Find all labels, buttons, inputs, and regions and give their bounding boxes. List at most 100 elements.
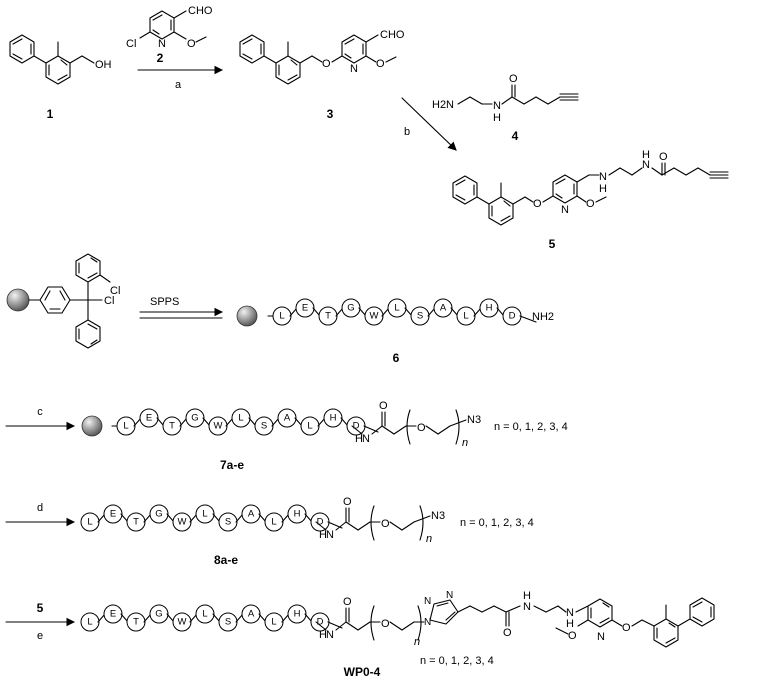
- residue-a: A: [433, 298, 453, 318]
- resin-bead-6: [236, 305, 258, 327]
- residue-l: L: [456, 306, 476, 326]
- azide-label: N3: [467, 414, 481, 426]
- triazole-n3-label: N: [446, 590, 453, 601]
- compound-7-label: 7a-e: [220, 458, 244, 472]
- residue-g: G: [185, 408, 205, 428]
- residue-s: S: [410, 306, 430, 326]
- compound-4-structure: [457, 84, 579, 105]
- triazole-n1-label: N: [424, 617, 431, 628]
- pyridine-n-label: N: [597, 631, 605, 643]
- c-terminal-bond: [519, 315, 537, 323]
- n-range-label: n = 0, 1, 2, 3, 4: [494, 421, 568, 433]
- amine-h-label: H: [566, 618, 574, 630]
- arrow-b: [401, 97, 457, 151]
- amide-o-label: O: [503, 627, 512, 639]
- svg-text:E: E: [110, 509, 116, 520]
- svg-text:T: T: [133, 617, 139, 628]
- svg-text:S: S: [261, 421, 267, 432]
- residue-h: H: [287, 504, 307, 524]
- compound-1-label: 1: [47, 107, 54, 121]
- hydroxyl-label: OH: [95, 59, 112, 71]
- svg-text:L: L: [394, 303, 399, 314]
- triazole-conjugate-structure: [315, 597, 715, 648]
- amide-h-label: H: [319, 629, 327, 641]
- compound-wp-label: WP0-4: [344, 665, 381, 679]
- svg-text:H: H: [294, 509, 301, 520]
- residue-s: S: [218, 512, 238, 532]
- amine-nh2-label: NH2: [532, 311, 554, 323]
- chloro-label: Cl: [104, 295, 114, 307]
- amide-o-label: O: [343, 596, 352, 608]
- svg-text:H: H: [330, 413, 337, 424]
- step-b-label: b: [404, 126, 410, 138]
- residue-l: L: [264, 612, 284, 632]
- compound-2-label: 2: [157, 51, 164, 65]
- compound-4-label: 4: [512, 129, 519, 143]
- chloro-label: Cl: [110, 285, 120, 297]
- svg-text:G: G: [155, 509, 162, 520]
- residue-l: L: [116, 416, 136, 436]
- svg-text:S: S: [225, 517, 231, 528]
- svg-text:A: A: [284, 413, 291, 424]
- compound-3-structure: [239, 34, 397, 85]
- svg-text:E: E: [302, 303, 308, 314]
- azide-label: N3: [431, 510, 445, 522]
- chlorotrityl-resin-structure: [6, 253, 111, 349]
- svg-text:G: G: [155, 609, 162, 620]
- svg-text:T: T: [133, 517, 139, 528]
- residue-w: W: [172, 612, 192, 632]
- svg-text:H: H: [294, 609, 301, 620]
- compound-6-label: 6: [393, 351, 400, 365]
- svg-text:W: W: [214, 421, 223, 432]
- residue-a: A: [241, 504, 261, 524]
- amine-h-label: H: [599, 183, 607, 195]
- residue-w: W: [208, 416, 228, 436]
- amide-o-label: O: [659, 151, 668, 163]
- amide-h-label: H: [523, 590, 531, 602]
- amide-h-label: H: [642, 149, 650, 161]
- aldehyde-label: CHO: [380, 29, 405, 41]
- svg-text:L: L: [271, 517, 276, 528]
- residue-w: W: [364, 306, 384, 326]
- amide-h-label: H: [355, 433, 363, 445]
- svg-text:A: A: [440, 303, 447, 314]
- svg-text:D: D: [317, 517, 324, 528]
- residue-s: S: [218, 612, 238, 632]
- step-a-label: a: [175, 79, 182, 91]
- residue-l: L: [195, 504, 215, 524]
- svg-text:W: W: [178, 617, 187, 628]
- svg-text:T: T: [169, 421, 175, 432]
- methoxy-o-label: O: [187, 38, 196, 50]
- amide-h-label: H: [493, 112, 501, 124]
- pyridine-n-label: N: [350, 63, 358, 75]
- svg-text:L: L: [463, 311, 468, 322]
- residue-h: H: [479, 298, 499, 318]
- reagent-5-label: 5: [37, 601, 44, 615]
- peg-o-label: O: [381, 618, 390, 630]
- svg-text:E: E: [146, 413, 152, 424]
- residue-l: L: [80, 612, 100, 632]
- svg-text:G: G: [347, 303, 354, 314]
- peg-azide-linker-8: [315, 505, 431, 541]
- residue-l: L: [387, 298, 407, 318]
- residue-s: S: [254, 416, 274, 436]
- residue-d: D: [346, 416, 366, 436]
- resin-bead-7: [81, 415, 103, 437]
- amide-o-label: O: [343, 496, 352, 508]
- n-range-label: n = 0, 1, 2, 3, 4: [420, 655, 494, 667]
- residue-e: E: [103, 604, 123, 624]
- amine-h2n-label: H2N: [432, 99, 454, 111]
- residue-d: D: [502, 306, 522, 326]
- amide-n-label: N: [642, 159, 650, 171]
- residue-l: L: [272, 306, 292, 326]
- residue-h: H: [287, 604, 307, 624]
- residue-t: T: [162, 416, 182, 436]
- methoxy-o-label: O: [586, 198, 595, 210]
- residue-l: L: [195, 604, 215, 624]
- residue-h: H: [323, 408, 343, 428]
- svg-text:L: L: [202, 609, 207, 620]
- residue-l: L: [80, 512, 100, 532]
- repeat-n-label: n: [414, 636, 420, 648]
